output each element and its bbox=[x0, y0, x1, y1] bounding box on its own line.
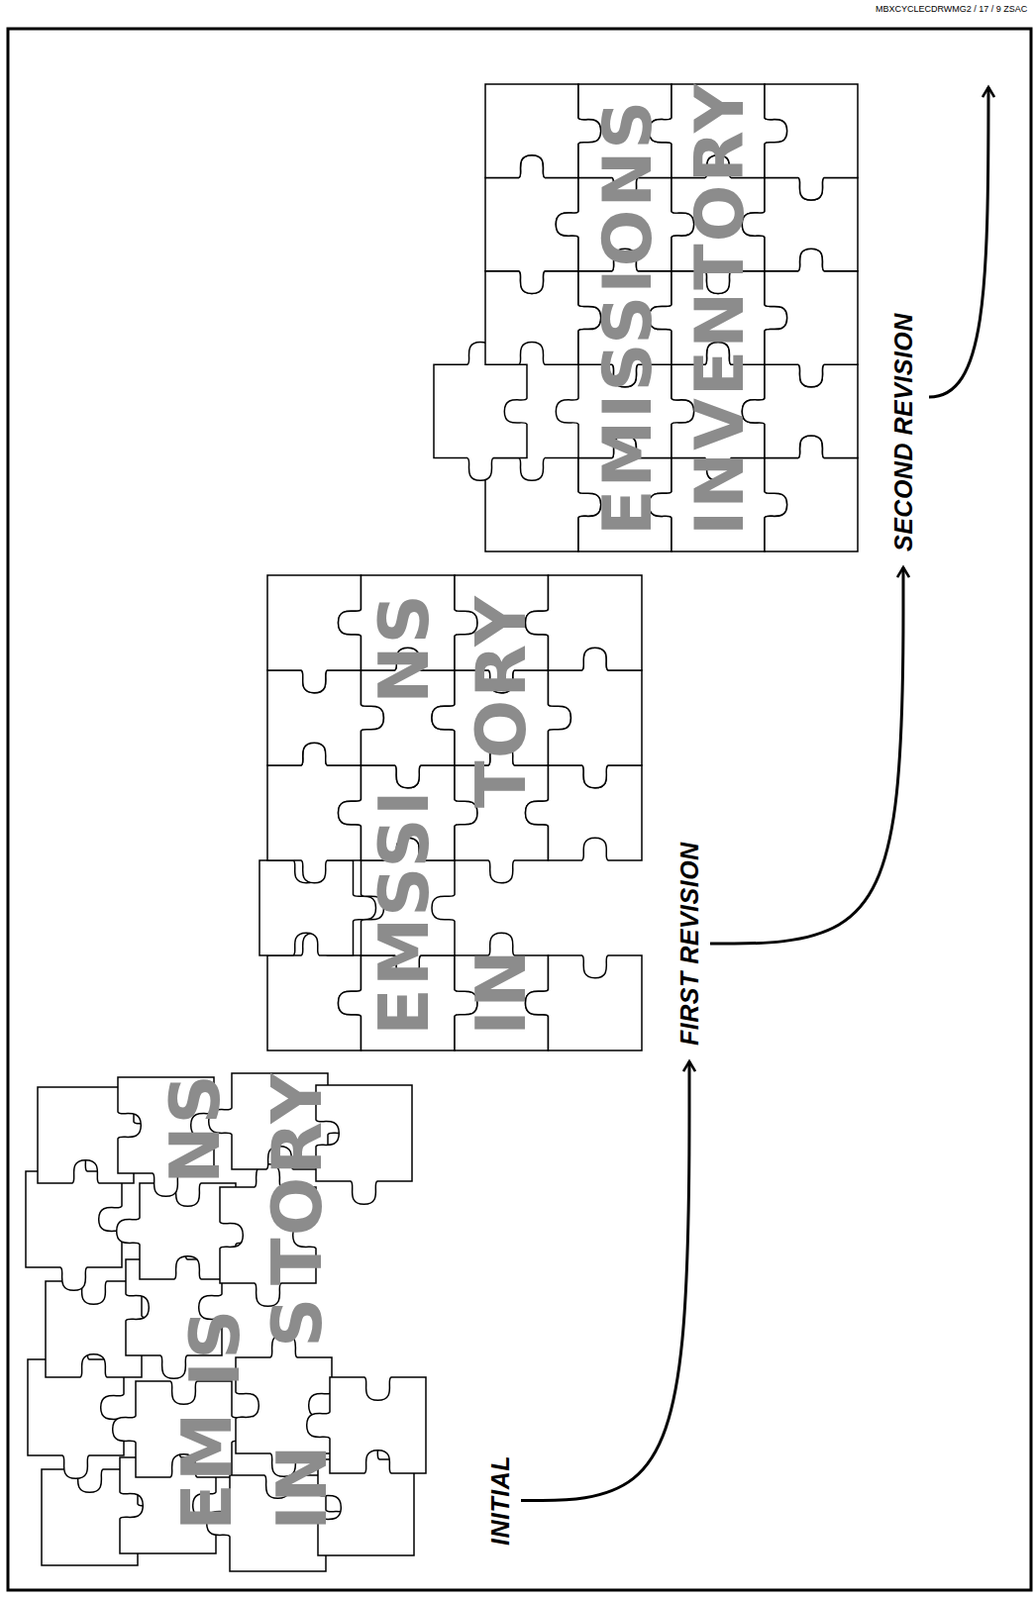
stage-group: SECOND REVISION EMISSIONS INVENTORY bbox=[420, 50, 932, 566]
puzzle-lettering: IS bbox=[180, 1308, 250, 1388]
stage-group: INITIAL EM INISS NS TORY bbox=[19, 1065, 535, 1571]
puzzle-lettering: NS bbox=[160, 1072, 230, 1185]
puzzle-lettering: TORY bbox=[466, 594, 536, 809]
puzzle-lettering: TORY bbox=[262, 1071, 332, 1286]
revision-arrow bbox=[710, 567, 904, 944]
puzzle-lettering: IN bbox=[466, 947, 536, 1036]
document-code: MBXCYCLECDRWMG2 / 17 / 9 ZSAC bbox=[875, 3, 1028, 14]
puzzle-lettering: NS bbox=[369, 592, 439, 705]
revision-arrow bbox=[520, 1061, 690, 1502]
puzzle-lettering: EM bbox=[369, 916, 439, 1036]
stage-label: SECOND REVISION bbox=[888, 312, 919, 552]
stage-group: FIRST REVISION EM IN SSI NS TORY bbox=[252, 565, 719, 1061]
puzzle-piece bbox=[764, 84, 858, 201]
outgoing-arrow bbox=[929, 87, 989, 398]
puzzle-piece bbox=[525, 575, 643, 671]
puzzle-lettering: EMISSIONS bbox=[594, 99, 662, 536]
puzzle-piece bbox=[525, 955, 643, 1051]
puzzle-lettering: INVENTORY bbox=[686, 82, 754, 536]
puzzle-lettering: SSI bbox=[369, 788, 439, 918]
puzzle-lettering: S bbox=[262, 1296, 332, 1348]
page-border bbox=[7, 28, 1032, 1591]
puzzle-piece bbox=[454, 932, 549, 1051]
stage-label: FIRST REVISION bbox=[674, 841, 705, 1046]
stage-label: INITIAL bbox=[485, 1455, 516, 1547]
puzzle-lettering: EM bbox=[172, 1411, 242, 1532]
puzzle-lettering: IN bbox=[267, 1443, 337, 1532]
